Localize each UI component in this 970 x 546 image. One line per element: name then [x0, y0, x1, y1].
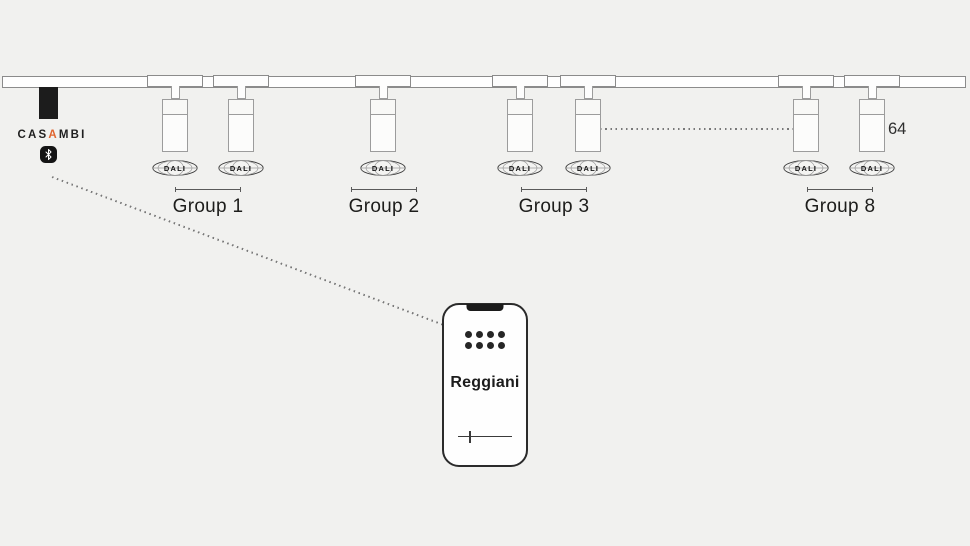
casambi-logo-accent: A [48, 129, 59, 141]
device-limit-label: 64 [888, 120, 907, 138]
fixture-body [507, 99, 533, 152]
fixture-stem [801, 86, 811, 99]
fixture-cap [508, 100, 532, 115]
dali-badge-label: DALI [164, 164, 186, 173]
casambi-logo: CASAMBI [4, 129, 100, 141]
dali-globe-icon: DALI [497, 160, 543, 176]
fixture-stem [867, 86, 877, 99]
group-name: Group 8 [804, 196, 876, 217]
fixture-body [793, 99, 819, 152]
fixture-stem [170, 86, 180, 99]
bluetooth-icon [40, 146, 57, 163]
fixture-stem [515, 86, 525, 99]
group-name: Group 3 [518, 196, 590, 217]
fixture-body [162, 99, 188, 152]
group-3-label: Group 3 [484, 187, 624, 218]
dali-globe-icon: DALI [152, 160, 198, 176]
phone-notch [466, 304, 504, 311]
fixture-body [575, 99, 601, 152]
group-bracket [807, 187, 873, 194]
fixture-cap [229, 100, 253, 115]
dali-globe-icon: DALI [218, 160, 264, 176]
group-8-label: Group 8 [770, 187, 910, 218]
casambi-logo-suffix: MBI [58, 129, 87, 141]
group3-to-group8-dotted-line [600, 128, 793, 130]
dali-badge-label: DALI [372, 164, 394, 173]
fixture-cap [371, 100, 395, 115]
fixture-cap [163, 100, 187, 115]
brand-logo: Reggiani [450, 374, 520, 391]
group-name: Group 2 [348, 196, 420, 217]
casambi-logo-prefix: CAS [17, 129, 49, 141]
fixture-cap [860, 100, 884, 115]
app-dots-grid-icon [465, 331, 505, 349]
group-bracket [351, 187, 417, 194]
fixture-body [228, 99, 254, 152]
dali-globe-icon: DALI [565, 160, 611, 176]
fixture-stem [236, 86, 246, 99]
dali-globe-icon: DALI [849, 160, 895, 176]
fixture-cap [794, 100, 818, 115]
dali-badge-label: DALI [509, 164, 531, 173]
fixture-body [370, 99, 396, 152]
group-1-label: Group 1 [138, 187, 278, 218]
group-bracket [175, 187, 241, 194]
group-name: Group 1 [172, 196, 244, 217]
fixture-cap [576, 100, 600, 115]
fixture-stem [378, 86, 388, 99]
fixture-body [859, 99, 885, 152]
smartphone: Reggiani [442, 303, 528, 467]
dali-badge-label: DALI [230, 164, 252, 173]
group-bracket [521, 187, 587, 194]
dali-globe-icon: DALI [783, 160, 829, 176]
dali-badge-label: DALI [795, 164, 817, 173]
dali-badge-label: DALI [861, 164, 883, 173]
fixture-stem [583, 86, 593, 99]
dali-globe-icon: DALI [360, 160, 406, 176]
casambi-module [39, 87, 58, 119]
dali-badge-label: DALI [577, 164, 599, 173]
group-2-label: Group 2 [314, 187, 454, 218]
brightness-slider-icon [458, 431, 512, 443]
